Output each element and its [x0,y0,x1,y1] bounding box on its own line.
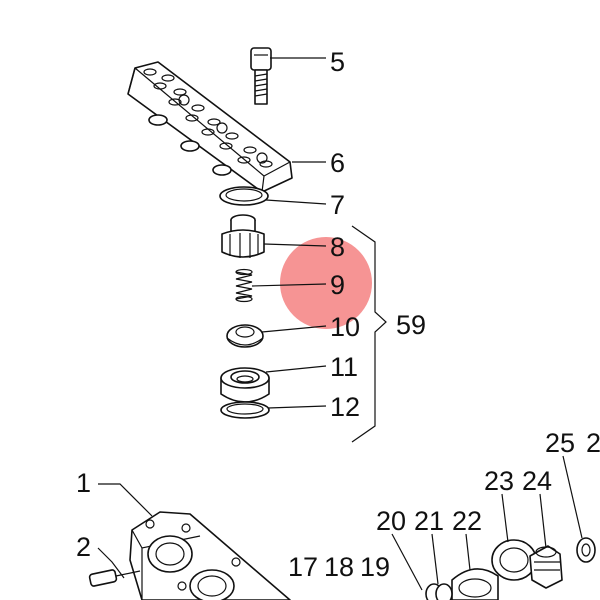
leader-line-11 [265,365,327,373]
leader-line-10 [261,325,327,333]
label-1: 1 [76,468,91,498]
leader-line-1 [98,483,153,517]
part-1-pump-body[interactable] [129,511,291,600]
part-20-21-rings[interactable] [425,583,453,600]
label-7: 7 [330,190,345,220]
part-5-bolt[interactable] [250,47,272,105]
part-9-spring[interactable] [235,268,253,303]
leader-line-7 [265,199,327,205]
label-11: 11 [330,352,358,382]
label-8: 8 [330,232,345,262]
label-19: 19 [360,552,390,582]
leader-line-24 [539,493,547,549]
leader-line-8 [263,243,327,247]
label-17: 17 [288,552,318,582]
leader-line-21 [431,533,439,585]
label-6: 6 [330,148,345,178]
label-24: 24 [522,466,552,496]
label-21: 21 [414,506,444,536]
label-59: 59 [396,310,426,340]
leader-line-20 [391,533,423,591]
label-20: 20 [376,506,406,536]
label-12: 12 [330,392,360,422]
leader-line-12 [267,405,327,409]
part-24-fitting[interactable] [529,545,563,589]
label-23: 23 [484,466,514,496]
leader-line-2 [97,547,125,579]
label-18: 18 [324,552,354,582]
leader-line-25 [562,455,583,539]
part-11-valve-cup[interactable] [220,367,270,403]
leader-line-22 [465,533,471,571]
part-2-screw[interactable] [88,569,141,587]
part-12-o-ring[interactable] [220,401,270,419]
label-22: 22 [452,506,482,536]
highlight-marker[interactable] [280,237,372,329]
part-8-valve-seat[interactable] [221,214,265,258]
part-6-manifold[interactable] [127,61,293,193]
label-26-partial: 2 [586,428,600,458]
label-2: 2 [76,532,91,562]
label-9: 9 [330,270,345,300]
leader-line-23 [501,493,509,543]
part-22-sleeve[interactable] [451,568,499,600]
manifold-bosses [148,114,232,176]
manifold-holes [143,68,273,168]
part-25-washer[interactable] [576,537,596,563]
part-23-piston-seal[interactable] [491,539,537,581]
part-7-o-ring[interactable] [219,186,269,206]
label-25: 25 [545,428,575,458]
part-10-valve-plate[interactable] [226,324,264,348]
label-5: 5 [330,47,345,77]
kit-59-bracket [351,225,387,443]
label-10: 10 [330,312,360,342]
leader-line-9 [251,283,327,287]
